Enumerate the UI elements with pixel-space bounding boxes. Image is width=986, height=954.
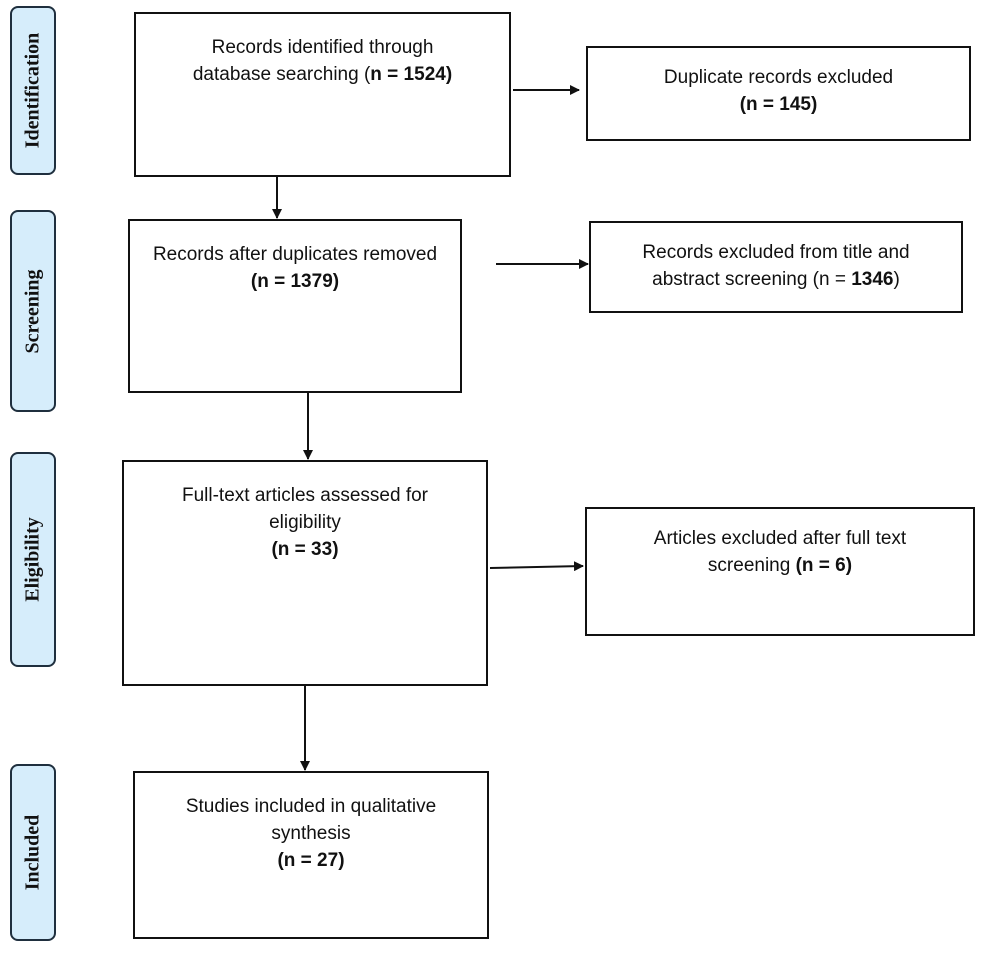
title-abstract-excluded-line2-text: abstract screening (n = — [652, 269, 852, 290]
fulltext-excluded-count: (n = 6) — [795, 555, 853, 576]
studies-included-line1: Studies included in qualitative — [185, 796, 437, 817]
stage-eligibility: Eligibility — [10, 452, 56, 667]
records-identified-box: Records identified through database sear… — [134, 12, 511, 177]
stage-identification: Identification — [10, 6, 56, 175]
title-abstract-excluded-box: Records excluded from title and abstract… — [589, 221, 963, 313]
studies-included-count: (n = 27) — [277, 850, 345, 871]
fulltext-assessed-line2: eligibility — [269, 512, 341, 533]
fulltext-excluded-line2-text: screening — [707, 555, 796, 576]
records-identified-line1: Records identified through — [211, 37, 434, 58]
stage-included: Included — [10, 764, 56, 941]
records-after-duplicates-line1: Records after duplicates removed — [152, 244, 438, 265]
duplicates-excluded-box: Duplicate records excluded (n = 145) — [586, 46, 971, 141]
records-after-duplicates-count: (n = 1379) — [250, 271, 340, 292]
studies-included-line2: synthesis — [271, 823, 351, 844]
fulltext-assessed-line1: Full-text articles assessed for — [181, 485, 429, 506]
title-abstract-excluded-count: 1346 — [851, 269, 894, 290]
fulltext-excluded-box: Articles excluded after full text screen… — [585, 507, 975, 636]
records-identified-line2-text: database searching ( — [192, 64, 371, 85]
records-after-duplicates-box: Records after duplicates removed (n = 13… — [128, 219, 462, 393]
fulltext-excluded-line1: Articles excluded after full text — [653, 528, 907, 549]
title-abstract-excluded-line2: abstract screening (n = 1346) — [605, 266, 947, 293]
fulltext-assessed-count: (n = 33) — [271, 539, 339, 560]
records-identified-line2: database searching (n = 1524) — [150, 61, 495, 88]
duplicates-excluded-line1: Duplicate records excluded — [663, 67, 894, 88]
title-abstract-excluded-line1: Records excluded from title and — [642, 242, 910, 263]
stage-screening: Screening — [10, 210, 56, 412]
duplicates-excluded-count: (n = 145) — [739, 94, 818, 115]
title-abstract-excluded-line2-tail: ) — [893, 269, 900, 290]
arrow-fulltext-to-excluded — [489, 561, 584, 572]
fulltext-assessed-box: Full-text articles assessed for eligibil… — [122, 460, 488, 686]
fulltext-excluded-line2: screening (n = 6) — [601, 552, 959, 579]
records-identified-count: n = 1524) — [370, 64, 453, 85]
studies-included-box: Studies included in qualitative synthesi… — [133, 771, 489, 939]
